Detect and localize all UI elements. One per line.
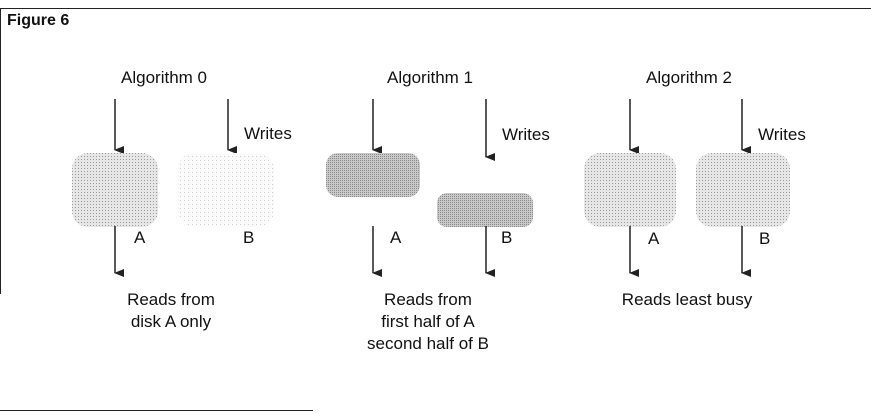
alg1-caption-line: first half of A <box>381 312 475 331</box>
alg1-disk-b <box>437 193 533 227</box>
alg1-disk-b-label: B <box>501 228 513 247</box>
figure-label: Figure 6 <box>7 12 70 29</box>
alg2-writes-label: Writes <box>758 125 806 144</box>
figure-frame-left <box>0 8 1 294</box>
alg2-title: Algorithm 2 <box>646 68 732 87</box>
alg1-disk-a <box>326 153 420 197</box>
alg0-caption-line: disk A only <box>130 312 212 331</box>
alg0-caption-line: Reads from <box>127 290 215 309</box>
alg0-disk-a <box>72 153 158 227</box>
alg0-disk-b <box>178 153 274 227</box>
alg2-disk-b-label: B <box>759 229 771 248</box>
alg0-writes-label: Writes <box>244 124 292 143</box>
alg1-caption-line: Reads from <box>384 290 472 309</box>
alg0-title: Algorithm 0 <box>121 68 207 87</box>
alg0-disk-b-label: B <box>243 228 255 247</box>
alg1-title: Algorithm 1 <box>387 68 473 87</box>
alg2-caption-line: Reads least busy <box>621 290 753 309</box>
alg2-caption: Reads least busy <box>622 289 752 311</box>
alg2-disk-a-label: A <box>648 229 660 248</box>
figure-frame-top <box>0 8 871 9</box>
alg2-disk-b <box>696 153 790 227</box>
figure-frame-bottom <box>0 410 313 411</box>
alg2-disk-a <box>584 153 676 227</box>
alg0-caption: Reads from disk A only <box>127 289 215 333</box>
alg1-writes-label: Writes <box>502 125 550 144</box>
alg0-disk-a-label: A <box>134 228 146 247</box>
alg1-caption-line: second half of B <box>367 334 489 353</box>
alg1-disk-a-label: A <box>390 228 402 247</box>
alg1-caption: Reads from first half of A second half o… <box>367 289 489 355</box>
